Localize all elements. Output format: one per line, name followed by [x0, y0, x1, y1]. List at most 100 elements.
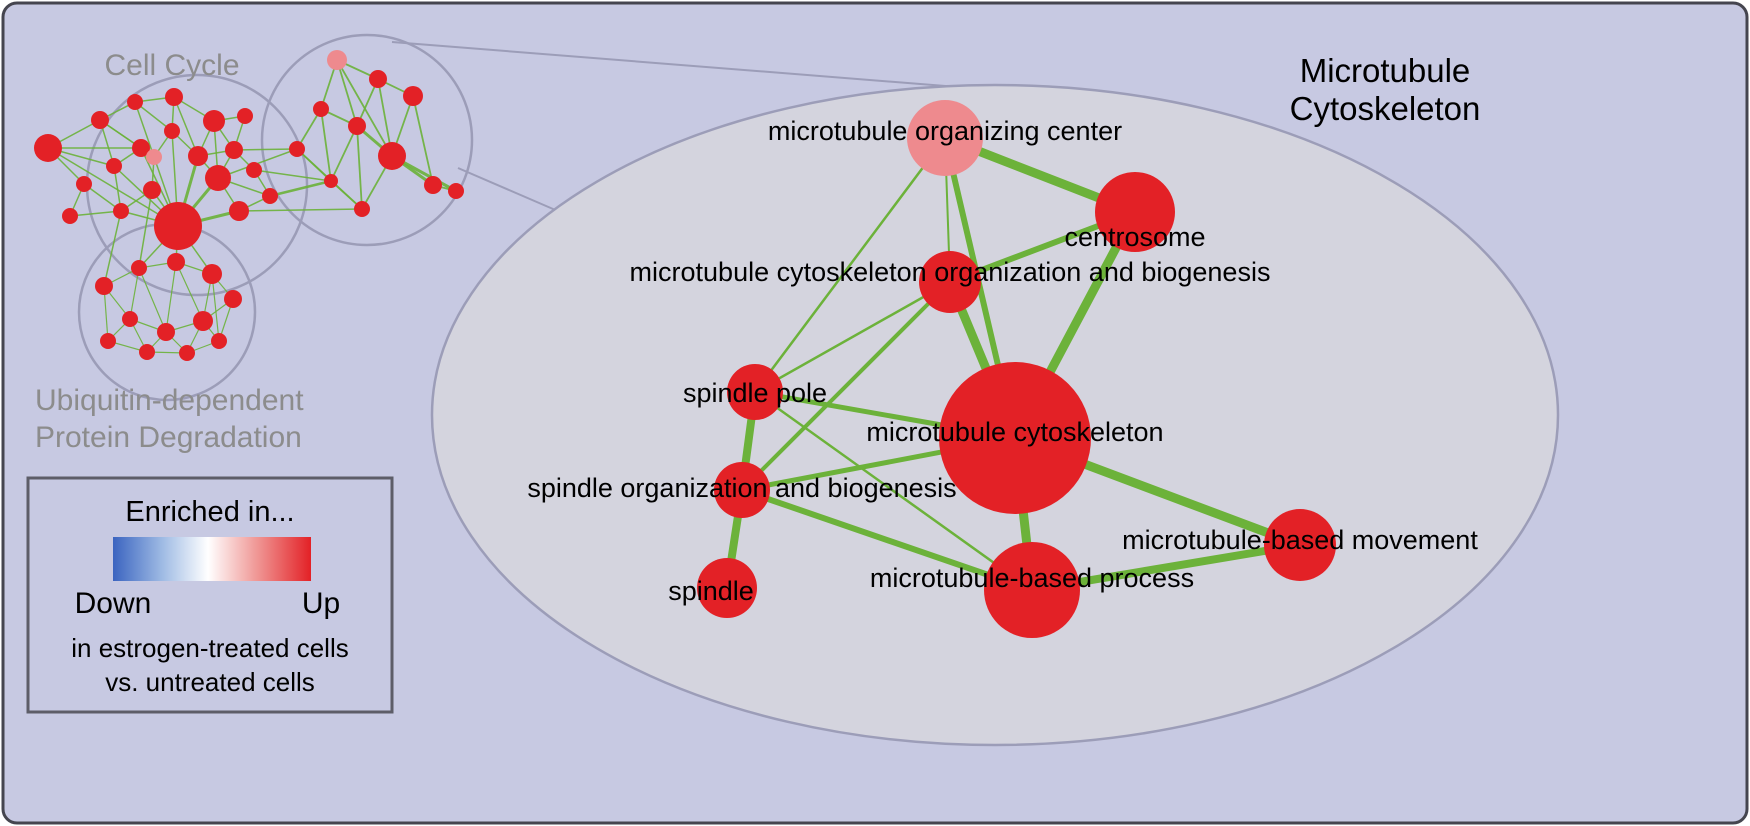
edge-microtubule-cytoskeleton-organization-and-biogenesis--spindle-organization-and-biogenesis[interactable] — [740, 280, 952, 492]
node-label-microtubule-based-process: microtubule-based process — [870, 563, 1194, 593]
overview-node[interactable] — [348, 117, 366, 135]
overview-node[interactable] — [327, 50, 347, 70]
overview-node[interactable] — [246, 162, 262, 178]
overview-edge — [165, 261, 177, 333]
overview-edge — [330, 125, 358, 182]
overview-node[interactable] — [369, 70, 387, 88]
node-spindle-organization-and-biogenesis[interactable] — [714, 462, 770, 518]
node-microtubule-based-movement[interactable] — [1264, 509, 1336, 581]
overview-node[interactable] — [224, 290, 242, 308]
overview-node[interactable] — [100, 333, 116, 349]
legend-caption-line1: in estrogen-treated cells — [71, 633, 348, 663]
overview-node[interactable] — [202, 264, 222, 284]
node-microtubule-organizing-center[interactable] — [907, 100, 983, 176]
legend-up-label: Up — [302, 587, 340, 620]
node-label-microtubule-cytoskeleton-organization-and-biogenesis: microtubule cytoskeleton organization an… — [630, 257, 1271, 287]
node-label-microtubule-cytoskeleton: microtubule cytoskeleton — [866, 417, 1163, 447]
overview-node[interactable] — [143, 181, 161, 199]
overview-edge — [336, 59, 358, 127]
node-label-spindle-organization-and-biogenesis: spindle organization and biogenesis — [527, 473, 956, 503]
node-microtubule-cytoskeleton-organization-and-biogenesis[interactable] — [919, 251, 981, 313]
node-centrosome[interactable] — [1095, 172, 1175, 252]
zoom-title-line2: Cytoskeleton — [1290, 90, 1481, 127]
overview-edge — [134, 101, 155, 158]
node-label-centrosome: centrosome — [1064, 222, 1205, 252]
edge-spindle-organization-and-biogenesis--microtubule-based-process[interactable] — [739, 487, 1035, 593]
overview-node[interactable] — [378, 142, 406, 170]
overview-node[interactable] — [193, 311, 213, 331]
overview-node[interactable] — [188, 146, 208, 166]
overview-nodes — [34, 50, 464, 361]
overview-edge — [175, 261, 204, 322]
overview-node[interactable] — [262, 188, 278, 204]
overview-edge — [173, 96, 199, 157]
overview-node[interactable] — [165, 88, 183, 106]
cluster-outline-microtubule-cytoskeleton-cluster — [260, 33, 474, 247]
overview-cross-edge — [138, 189, 153, 269]
overview-node[interactable] — [403, 86, 423, 106]
overview-node[interactable] — [106, 158, 122, 174]
overview-node[interactable] — [91, 111, 109, 129]
zoom-node-labels: microtubule organizing center centrosome m… — [527, 116, 1478, 606]
node-label-spindle-pole: spindle pole — [683, 378, 827, 408]
node-label-microtubule-organizing-center: microtubule organizing center — [768, 116, 1122, 146]
overview-node[interactable] — [146, 149, 162, 165]
overview-node[interactable] — [179, 345, 195, 361]
overview-edge — [129, 267, 140, 320]
edge-spindle-pole--microtubule-based-process[interactable] — [753, 390, 1034, 592]
overview-edge — [320, 108, 332, 182]
overview-node[interactable] — [157, 323, 175, 341]
overview-node[interactable] — [324, 174, 338, 188]
overview-cross-edge — [103, 210, 122, 287]
overview-node[interactable] — [203, 110, 225, 132]
legend-caption-line2: vs. untreated cells — [105, 667, 315, 697]
zoom-callout-line-bottom — [457, 167, 561, 213]
node-microtubule-based-process[interactable] — [984, 542, 1080, 638]
cluster-label-ubiquitin-line1: Ubiquitin-dependent — [35, 384, 304, 417]
overview-node[interactable] — [139, 344, 155, 360]
zoom-nodes — [697, 100, 1336, 638]
legend: Enriched in... Down Up in estrogen-treat… — [26, 476, 394, 714]
node-spindle[interactable] — [697, 558, 757, 618]
overview-edge — [356, 125, 363, 210]
overview-edge — [47, 147, 179, 227]
overview-node[interactable] — [211, 333, 227, 349]
overview-edge — [412, 95, 434, 186]
overview-node[interactable] — [154, 202, 202, 250]
node-label-spindle: spindle — [668, 576, 754, 606]
overview-node[interactable] — [127, 94, 143, 110]
overview-edge — [103, 285, 109, 342]
overview-node[interactable] — [424, 176, 442, 194]
node-microtubule-cytoskeleton[interactable] — [939, 362, 1091, 514]
overview-node[interactable] — [354, 201, 370, 217]
overview-node[interactable] — [313, 101, 329, 117]
overview-node[interactable] — [131, 260, 147, 276]
overview-node[interactable] — [122, 311, 138, 327]
overview-node[interactable] — [62, 208, 78, 224]
overview-node[interactable] — [448, 183, 464, 199]
overview-node[interactable] — [229, 201, 249, 221]
zoom-title-line1: Microtubule — [1300, 52, 1471, 89]
overview-node[interactable] — [167, 253, 185, 271]
overview-node[interactable] — [225, 141, 243, 159]
legend-box — [26, 476, 394, 714]
edge-microtubule-cytoskeleton-organization-and-biogenesis--spindle-pole[interactable] — [753, 280, 952, 394]
overview-node[interactable] — [95, 277, 113, 295]
overview-node[interactable] — [237, 108, 253, 124]
overview-node[interactable] — [164, 123, 180, 139]
overview-cross-edge — [269, 179, 332, 198]
overview-edge — [211, 273, 220, 342]
cluster-label-cell-cycle: Cell Cycle — [104, 49, 239, 82]
edge-microtubule-organizing-center--spindle-pole[interactable] — [753, 136, 947, 394]
overview-node[interactable] — [289, 141, 305, 157]
legend-title: Enriched in... — [125, 496, 294, 528]
overview-node[interactable] — [132, 139, 150, 157]
overview-node[interactable] — [205, 165, 231, 191]
overview-node[interactable] — [76, 176, 92, 192]
zoom-callout — [391, 41, 959, 213]
overview-node[interactable] — [34, 134, 62, 162]
node-spindle-pole[interactable] — [727, 364, 783, 420]
overview-node[interactable] — [113, 203, 129, 219]
